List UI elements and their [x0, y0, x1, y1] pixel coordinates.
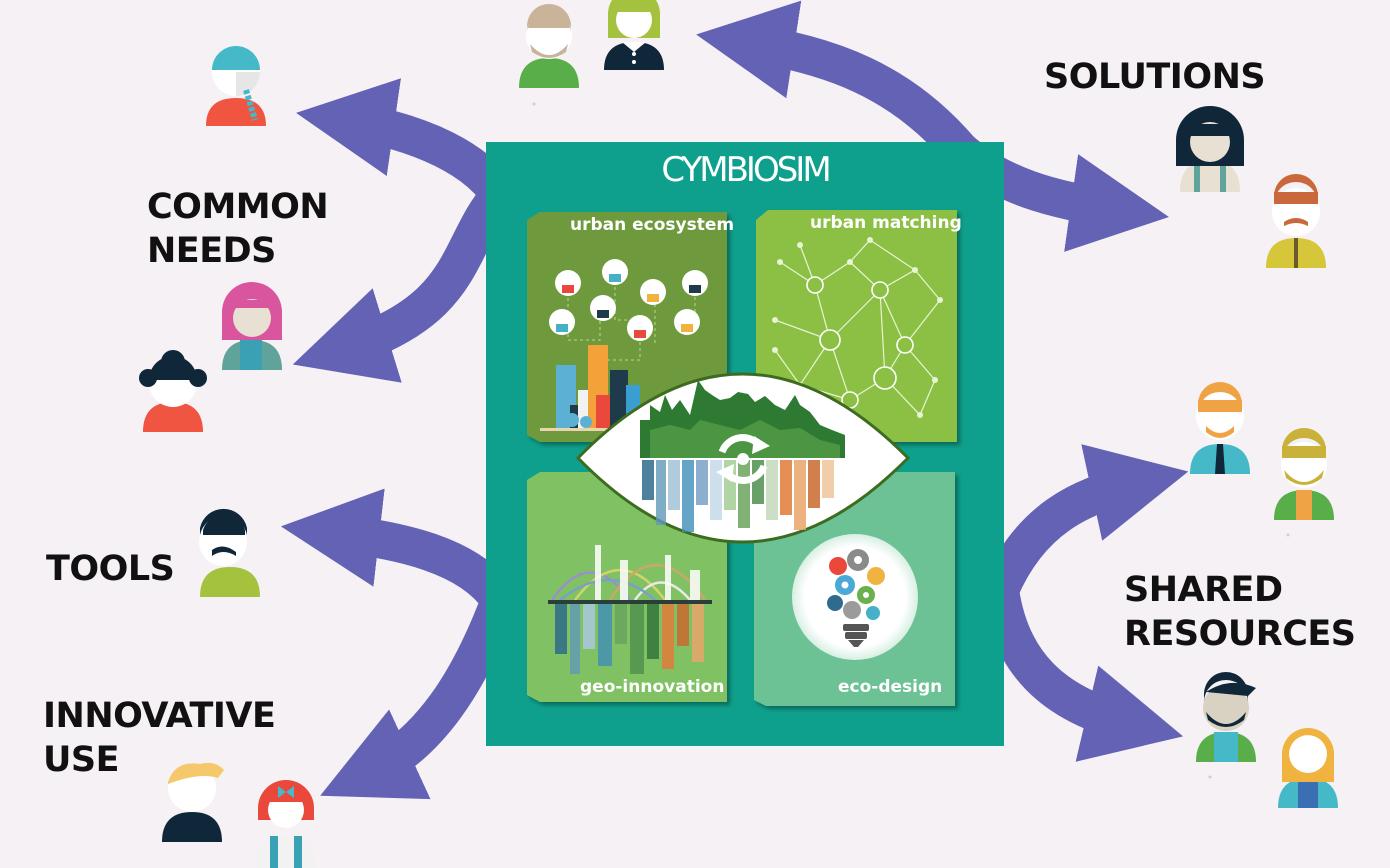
person-avatar [222, 282, 282, 370]
panel-urban-matching[interactable] [756, 210, 957, 442]
panel-title-geo-innovation: geo-innovation [580, 677, 725, 697]
person-avatar [162, 762, 224, 842]
arrow-shared-lower [981, 586, 1184, 762]
arrow-shared-upper [982, 444, 1189, 598]
lightbulb-gears-icon [792, 534, 918, 660]
person-avatar [519, 4, 579, 106]
urban-ecosystem-illustration [540, 259, 708, 431]
arrow-common-needs-lower [292, 182, 515, 383]
person-avatar [1176, 106, 1244, 192]
person-avatar [1278, 728, 1338, 808]
arrow-innovative-use [320, 593, 518, 800]
person-avatar [1190, 382, 1250, 474]
person-avatar [139, 350, 207, 432]
label-shared-resources: SHARED RESOURCES [1124, 568, 1356, 656]
label-tools: TOOLS [46, 549, 175, 589]
arrow-tools [280, 488, 516, 612]
label-common-needs: COMMON NEEDS [147, 185, 329, 273]
person-avatar [256, 780, 316, 868]
network-illustration [772, 237, 943, 418]
panel-title-urban-matching: urban matching [810, 213, 962, 233]
label-common-needs-line1: COMMON [147, 187, 329, 227]
brand-title: CYMBIOSIM [661, 150, 831, 190]
person-avatar [1274, 428, 1334, 537]
person-avatar [604, 0, 664, 70]
label-innovative-use: INNOVATIVE USE [43, 694, 276, 782]
arrow-common-needs-upper [296, 78, 516, 207]
person-avatar [206, 46, 266, 126]
arrow-top-people [696, 0, 975, 163]
city-eye-emblem [575, 372, 911, 544]
label-solutions: SOLUTIONS [1044, 57, 1266, 97]
label-innovative-use-line1: INNOVATIVE [43, 696, 276, 736]
person-avatar [199, 508, 260, 597]
label-common-needs-line2: NEEDS [147, 231, 276, 271]
label-shared-resources-line2: RESOURCES [1124, 614, 1356, 654]
person-avatar [1266, 174, 1326, 268]
label-shared-resources-line1: SHARED [1124, 570, 1283, 610]
panel-title-eco-design: eco-design [838, 677, 943, 697]
geo-innovation-illustration [548, 545, 712, 674]
panel-urban-ecosystem[interactable] [527, 212, 727, 442]
label-innovative-use-line2: USE [43, 740, 120, 780]
panel-title-urban-ecosystem: urban ecosystem [570, 215, 735, 235]
person-avatar [1196, 672, 1256, 779]
